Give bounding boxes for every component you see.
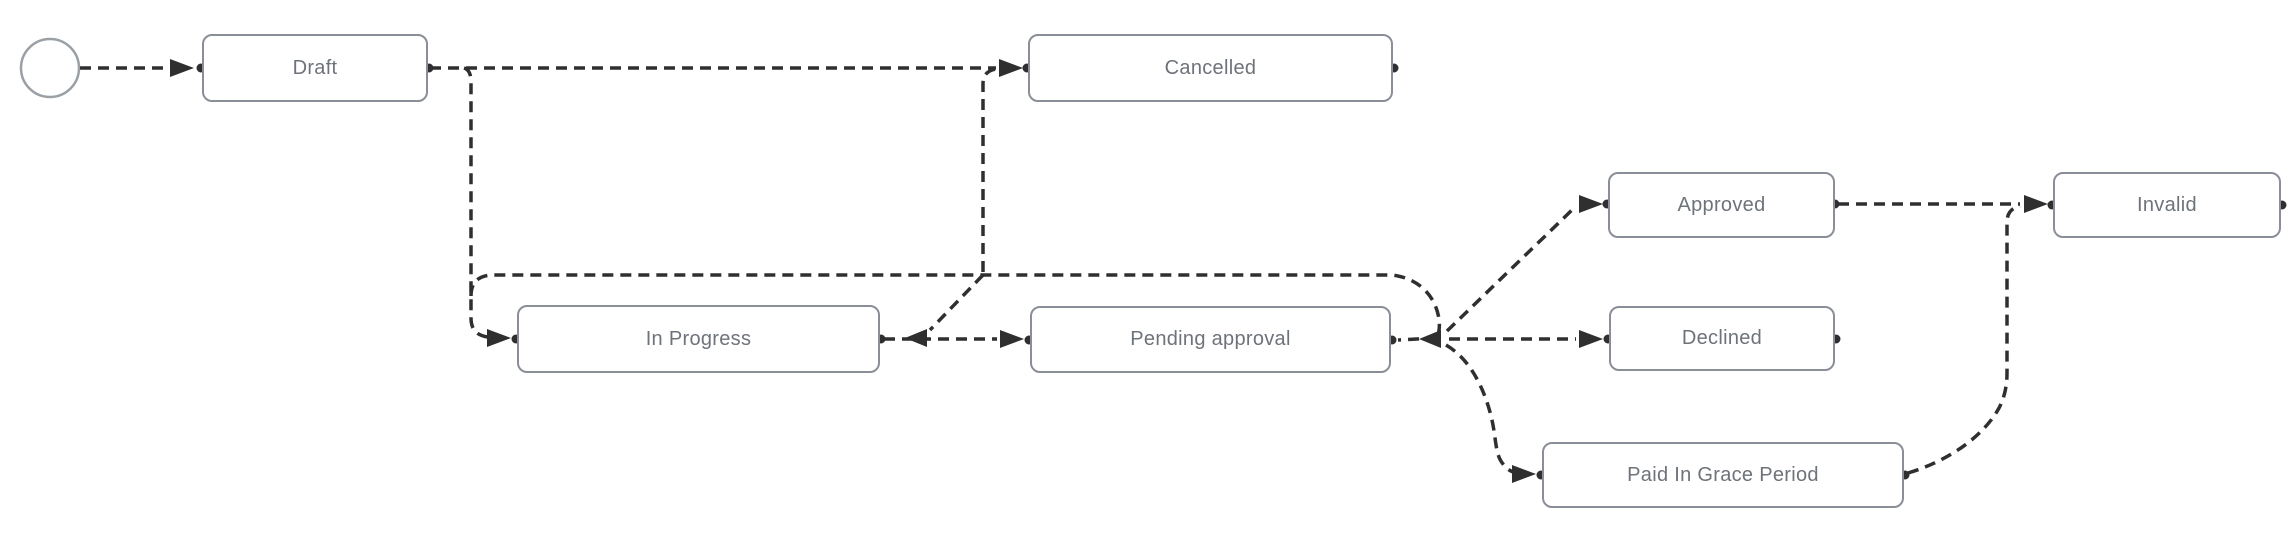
arrowhead-into-draft — [170, 59, 194, 77]
arrowhead-into-approved — [1579, 195, 1603, 213]
edge-paid-in-grace-period-to-invalid — [1907, 204, 2021, 475]
arrowhead-into-pending-approval-right — [1419, 330, 1441, 348]
initial-state-node[interactable] — [19, 37, 81, 99]
edge-pending-approval-to-in-progress — [928, 273, 985, 332]
arrowhead-into-cancelled — [999, 59, 1023, 77]
edge-draft-to-pending-approval-bus — [469, 273, 1442, 338]
arrowhead-into-paid-in-grace-period — [1512, 465, 1536, 483]
state-node-cancelled[interactable]: Cancelled — [1028, 34, 1393, 102]
state-label-in-progress: In Progress — [645, 327, 752, 350]
state-label-declined: Declined — [1681, 327, 1763, 349]
state-node-invalid[interactable]: Invalid — [2053, 172, 2281, 238]
state-label-approved: Approved — [1677, 193, 1766, 216]
state-label-invalid: Invalid — [2137, 193, 2197, 216]
state-node-declined[interactable]: Declined — [1609, 306, 1835, 371]
edge-pending-approval-to-paid-in-grace-period — [1445, 343, 1517, 475]
edge-draft-to-in-progress — [463, 66, 489, 339]
edge-pending-approval-to-cancelled — [981, 67, 997, 272]
state-node-paid-in-grace-period[interactable]: Paid In Grace Period — [1542, 442, 1904, 508]
arrowhead-into-pending-approval-left — [1000, 330, 1024, 348]
arrowhead-into-invalid — [2024, 195, 2048, 213]
state-label-cancelled: Cancelled — [1164, 56, 1257, 79]
state-label-pending-approval: Pending approval — [1130, 328, 1291, 350]
state-label-draft: Draft — [292, 56, 338, 79]
state-label-paid-in-grace-period: Paid In Grace Period — [1627, 463, 1819, 486]
state-node-in-progress[interactable]: In Progress — [517, 305, 880, 373]
edge-pending-approval-to-approved — [1445, 208, 1574, 333]
state-node-approved[interactable]: Approved — [1608, 172, 1835, 238]
arrowhead-into-in-progress-right — [905, 329, 927, 347]
state-node-draft[interactable]: Draft — [202, 34, 428, 102]
arrowhead-into-declined — [1579, 330, 1603, 348]
arrowhead-into-in-progress-left — [487, 329, 511, 347]
state-node-pending-approval[interactable]: Pending approval — [1030, 306, 1391, 373]
